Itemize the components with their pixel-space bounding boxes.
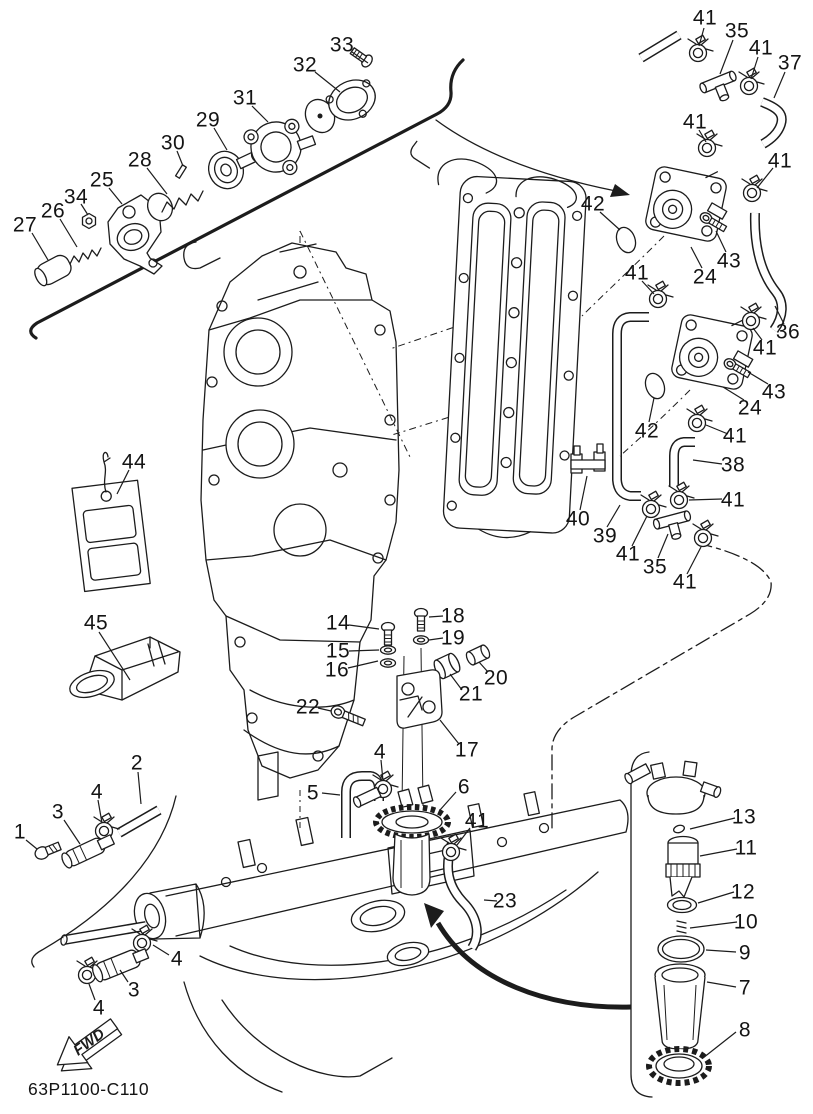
fuel-hoses <box>116 30 787 951</box>
callout-41-21: 21 <box>458 682 484 706</box>
callout-51-41: 41 <box>464 809 490 833</box>
callout-21-41: 41 <box>752 336 778 360</box>
callout-30-39: 39 <box>592 524 618 548</box>
o-ring-lower <box>644 372 666 400</box>
inset-boundary-top-left <box>29 58 465 340</box>
callout-38-15: 15 <box>325 639 351 663</box>
pointer-arrow-to-pump <box>435 119 630 197</box>
callout-55-23: 23 <box>492 889 518 913</box>
callout-31-41: 41 <box>615 542 641 566</box>
exhaust-guide-assembly <box>60 751 629 1093</box>
bracket-hardware <box>330 607 491 807</box>
callout-48-4: 4 <box>90 780 104 804</box>
regulator-assembly <box>34 44 376 287</box>
part-code: 63P1100-C110 <box>28 1079 150 1099</box>
callout-32-35: 35 <box>642 555 668 579</box>
callout-7-29: 29 <box>195 108 221 132</box>
callout-29-40: 40 <box>565 507 591 531</box>
callout-46-6: 6 <box>457 775 471 799</box>
cylinder-head-cover <box>391 140 587 539</box>
pointer-arrow-to-filter <box>424 903 632 1010</box>
callout-20-36: 36 <box>775 320 801 344</box>
callout-43-17: 17 <box>454 738 480 762</box>
fuel-inlet-fittings <box>34 834 150 983</box>
callout-12-25: 25 <box>89 168 115 192</box>
callout-39-16: 16 <box>324 658 350 682</box>
callout-10-28: 28 <box>127 148 153 172</box>
callout-6-31: 31 <box>232 86 258 110</box>
callout-5-32: 32 <box>292 53 318 77</box>
callout-18-24: 24 <box>692 265 718 289</box>
callout-25-41: 41 <box>722 424 748 448</box>
callout-23-24: 24 <box>737 396 763 420</box>
callout-17-43: 43 <box>716 249 742 273</box>
callout-58-4: 4 <box>170 947 184 971</box>
inset-boundary-bottom-left <box>31 795 177 968</box>
callout-9-30: 30 <box>160 131 186 155</box>
callout-44-4: 4 <box>373 740 387 764</box>
fwd-arrow: FWD <box>56 1018 123 1072</box>
callout-28-41: 41 <box>720 488 746 512</box>
callout-0-41: 41 <box>692 6 718 30</box>
callout-40-20: 20 <box>483 666 509 690</box>
callout-13-34: 34 <box>63 185 89 209</box>
callout-4-33: 33 <box>329 33 355 57</box>
callout-47-5: 5 <box>306 781 320 805</box>
callout-34-18: 18 <box>440 604 466 628</box>
callout-60-3: 3 <box>127 978 141 1002</box>
callout-1-35: 35 <box>724 19 750 43</box>
callout-53-11: 11 <box>734 836 758 860</box>
callout-56-10: 10 <box>733 910 759 934</box>
caution-tag <box>71 451 151 593</box>
callout-2-41: 41 <box>748 36 774 60</box>
callout-37-19: 19 <box>440 626 466 650</box>
inline-fuel-filter <box>352 784 451 896</box>
callout-26-38: 38 <box>720 453 746 477</box>
fuel-filter-assembly <box>624 760 722 1086</box>
callout-27-44: 44 <box>121 450 147 474</box>
leader-lines <box>25 27 786 1059</box>
callout-24-42: 42 <box>634 419 660 443</box>
callout-42-22: 22 <box>295 695 321 719</box>
callout-19-41: 41 <box>624 261 650 285</box>
engine-crankcase <box>183 230 411 779</box>
callout-52-1: 1 <box>13 820 27 844</box>
callout-62-8: 8 <box>738 1018 752 1042</box>
pipe-joint-40 <box>570 443 606 474</box>
callout-61-4: 4 <box>92 996 106 1020</box>
detail-chain-line-right <box>551 542 772 829</box>
callout-35-14: 14 <box>325 611 351 635</box>
callout-14-42: 42 <box>580 192 606 216</box>
callout-50-13: 13 <box>731 805 757 829</box>
callout-59-7: 7 <box>738 976 752 1000</box>
callout-57-9: 9 <box>738 941 752 965</box>
grommet-sleeve <box>69 636 181 701</box>
assembly-axis-lines <box>581 235 691 457</box>
callout-16-27: 27 <box>12 213 38 237</box>
callout-54-12: 12 <box>730 880 756 904</box>
callout-11-41: 41 <box>767 149 793 173</box>
callout-49-3: 3 <box>51 800 65 824</box>
callout-3-37: 37 <box>777 51 803 75</box>
inset-bracket-fuel-filter <box>630 751 653 1098</box>
callout-33-41: 41 <box>672 570 698 594</box>
callout-8-41: 41 <box>682 110 708 134</box>
callout-36-45: 45 <box>83 611 109 635</box>
callout-15-26: 26 <box>40 199 66 223</box>
callout-22-43: 43 <box>761 380 787 404</box>
callout-45-2: 2 <box>130 751 144 775</box>
o-ring-upper <box>615 226 637 254</box>
